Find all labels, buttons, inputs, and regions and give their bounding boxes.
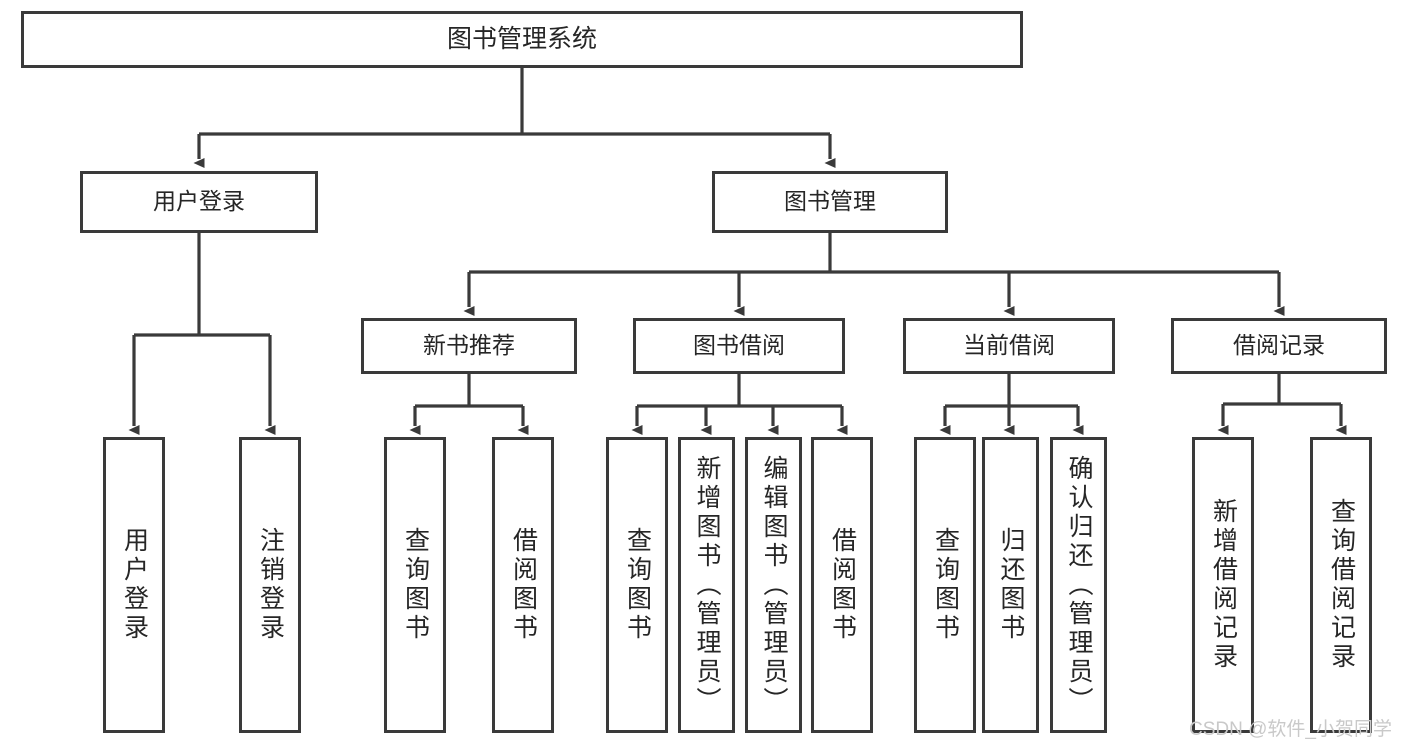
node-label: 用户登录	[153, 188, 245, 215]
node-label: 查询图书	[623, 527, 652, 643]
node-book-borrow[interactable]: 图书借阅	[633, 318, 845, 374]
leaf-borrow-record-add[interactable]: 新增借阅记录	[1192, 437, 1254, 733]
node-label: 查询图书	[401, 527, 430, 643]
node-label: 归还图书	[997, 527, 1025, 643]
node-new-book-recommend[interactable]: 新书推荐	[361, 318, 577, 374]
node-book-management[interactable]: 图书管理	[712, 171, 948, 233]
node-label: 用户登录	[120, 527, 149, 643]
leaf-new-book-query[interactable]: 查询图书	[384, 437, 446, 733]
leaf-current-borrow-return[interactable]: 归还图书	[982, 437, 1039, 733]
leaf-user-login-logout[interactable]: 注销登录	[239, 437, 301, 733]
node-label: 新增图书（管理员）	[693, 454, 721, 716]
node-label: 图书借阅	[693, 332, 785, 359]
node-root-system[interactable]: 图书管理系统	[21, 11, 1023, 68]
node-label: 确认归还（管理员）	[1065, 454, 1093, 716]
leaf-book-borrow-query[interactable]: 查询图书	[606, 437, 668, 733]
leaf-current-borrow-query[interactable]: 查询图书	[914, 437, 976, 733]
node-label: 编辑图书（管理员）	[760, 454, 788, 716]
leaf-book-borrow-add[interactable]: 新增图书（管理员）	[678, 437, 735, 733]
csdn-watermark: CSDN @软件_小贺同学	[1189, 719, 1392, 740]
node-user-login[interactable]: 用户登录	[80, 171, 318, 233]
node-label: 图书管理系统	[446, 24, 597, 53]
node-label: 借阅记录	[1233, 332, 1325, 359]
node-borrow-record[interactable]: 借阅记录	[1171, 318, 1387, 374]
leaf-book-borrow-borrow[interactable]: 借阅图书	[811, 437, 873, 733]
node-label: 新增借阅记录	[1209, 498, 1238, 672]
node-label: 查询借阅记录	[1327, 498, 1356, 672]
leaf-user-login-login[interactable]: 用户登录	[103, 437, 165, 733]
node-label: 图书管理	[784, 188, 876, 215]
leaf-book-borrow-edit[interactable]: 编辑图书（管理员）	[745, 437, 802, 733]
leaf-current-borrow-confirm[interactable]: 确认归还（管理员）	[1050, 437, 1107, 733]
node-label: 新书推荐	[423, 332, 515, 359]
node-label: 当前借阅	[963, 332, 1055, 359]
leaf-new-book-borrow[interactable]: 借阅图书	[492, 437, 554, 733]
node-label: 借阅图书	[509, 527, 538, 643]
leaf-borrow-record-query[interactable]: 查询借阅记录	[1310, 437, 1372, 733]
node-label: 注销登录	[256, 527, 285, 643]
node-current-borrow[interactable]: 当前借阅	[903, 318, 1115, 374]
node-label: 查询图书	[931, 527, 960, 643]
node-label: 借阅图书	[828, 527, 857, 643]
